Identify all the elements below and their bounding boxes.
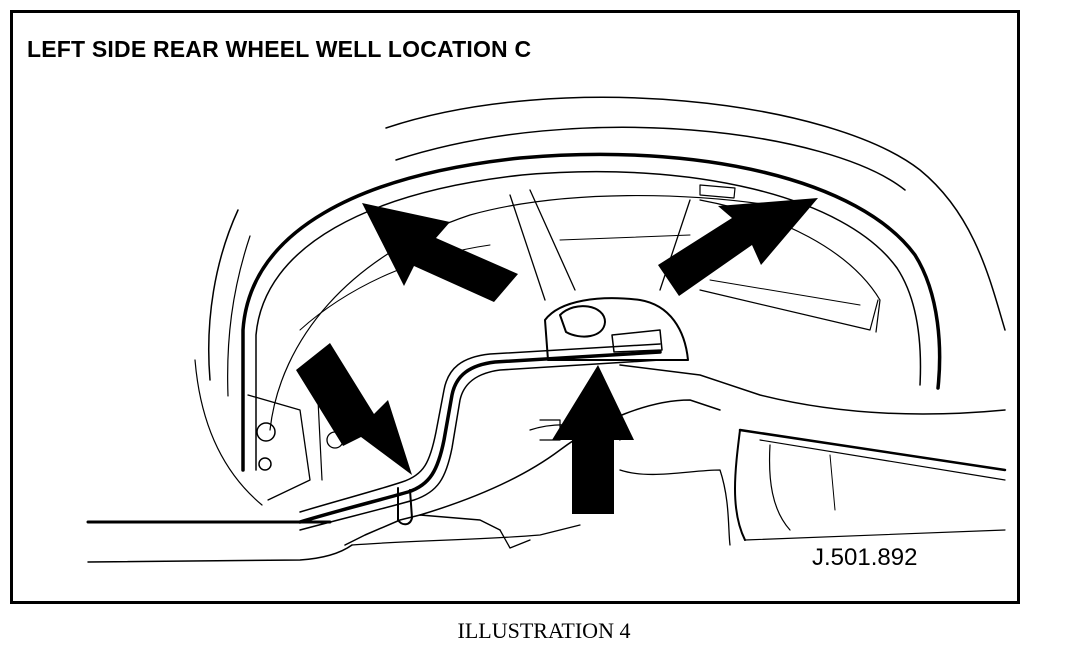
illustration-caption: ILLUSTRATION 4 [457,618,631,643]
arrow-upper-right-icon [658,198,818,296]
rail-panel [829,454,836,511]
chassis-lower-right [619,469,731,546]
routed-line-c [299,359,661,531]
inner-liner-2 [299,244,491,331]
routed-line-b [299,343,661,513]
strut-line-2 [529,189,576,291]
outer-arch-contour [395,126,906,191]
strut-line-4 [559,234,691,241]
routed-line-a [298,350,662,524]
wheel-arch-inner [255,170,922,471]
rail-inner-side [768,444,791,531]
sill-bracket [344,514,501,546]
arrow-upper-left-icon [362,203,518,302]
sill-bottom [87,544,353,563]
chassis-center [419,399,721,516]
bracket-hole-small [258,457,272,471]
wheel-arch-outer [241,152,942,472]
center-mount-slot [611,329,663,353]
reference-number: J.501.892 [812,544,918,571]
inner-liner [269,194,801,431]
chassis-lower [351,524,581,546]
strut-line-1 [509,194,546,301]
chassis-hook [499,529,531,549]
arrow-lower-left-icon [296,343,412,475]
bracket-vertical [317,399,323,481]
lower-left-skin [194,359,263,506]
bracket-hole-large [256,422,276,442]
left-fender-contour [208,209,239,381]
small-tab [699,184,736,199]
rail-bottom [744,529,1006,541]
center-mount-hole [559,305,606,338]
diagram-title: LEFT SIDE REAR WHEEL WELL LOCATION C [27,36,532,62]
outer-body-contour [385,96,1006,331]
rail-top [738,428,1007,472]
body-sill-right [619,364,1006,415]
center-mount [544,297,689,361]
clip-vertical [397,487,413,526]
rail-inner [759,439,1006,481]
rail-side [734,429,746,541]
illustration-frame [10,10,1020,604]
left-fender-contour-2 [227,235,251,397]
left-bracket [247,394,311,501]
inner-liner-4 [699,289,879,331]
arrow-bottom-center-icon [552,365,634,514]
inner-liner-5 [709,279,861,306]
